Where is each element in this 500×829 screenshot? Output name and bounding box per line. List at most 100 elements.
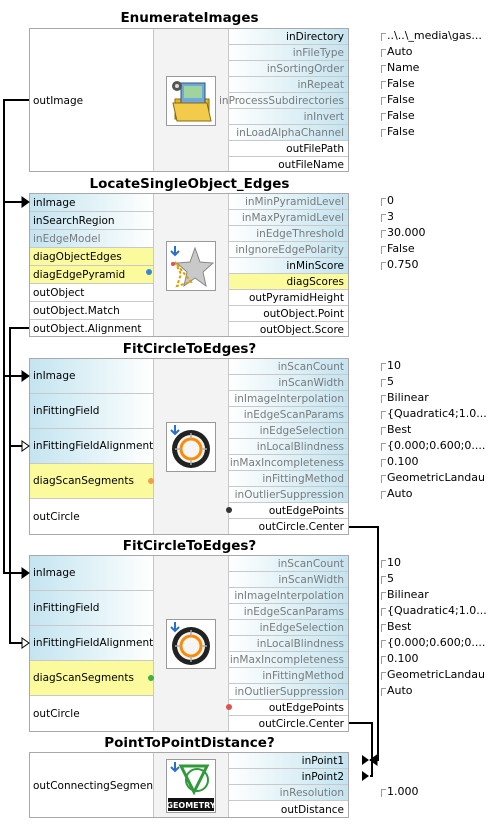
value-in-invert[interactable]: False [387, 109, 415, 122]
port-in-image-interpolation[interactable]: inImageInterpolation [229, 391, 348, 407]
port-out-circle[interactable]: outCircle [30, 696, 153, 732]
block-locate-single-object[interactable]: inImage inSearchRegion inEdgeModel diagO… [29, 193, 349, 337]
port-out-distance[interactable]: outDistance [229, 801, 348, 818]
port-diag-scan-segments[interactable]: diagScanSegments [30, 464, 153, 499]
value-in-image-interpolation[interactable]: Bilinear [387, 588, 429, 601]
port-in-edge-threshold[interactable]: inEdgeThreshold [229, 226, 348, 242]
block-enumerate-images[interactable]: outImage inDirectory inFileType inSortin… [29, 28, 349, 172]
value-in-max-incompleteness[interactable]: 0.100 [387, 455, 419, 468]
value-in-edge-selection[interactable]: Best [387, 423, 412, 436]
port-in-scan-count[interactable]: inScanCount [229, 359, 348, 375]
port-out-pyramid-height[interactable]: outPyramidHeight [229, 290, 348, 306]
port-out-image[interactable]: outImage [30, 29, 153, 172]
port-in-repeat[interactable]: inRepeat [229, 77, 348, 93]
value-in-repeat[interactable]: False [387, 77, 415, 90]
port-out-file-path[interactable]: outFilePath [229, 141, 348, 157]
port-in-fitting-method[interactable]: inFittingMethod [229, 471, 348, 487]
port-in-outlier-suppression[interactable]: inOutlierSuppression [229, 487, 348, 503]
value-in-sorting-order[interactable]: Name [387, 61, 420, 74]
port-in-image[interactable]: inImage [30, 556, 153, 591]
value-in-edge-threshold[interactable]: 30.000 [387, 226, 426, 239]
port-in-point1[interactable]: inPoint1 [229, 753, 348, 769]
value-in-file-type[interactable]: Auto [387, 45, 413, 58]
value-in-edge-scan-params[interactable]: {Quadratic4;1.0... [387, 407, 487, 420]
port-out-object-match[interactable]: outObject.Match [30, 302, 153, 320]
block-fit-circle-1[interactable]: inImage inFittingField inFittingFieldAli… [29, 358, 349, 535]
port-in-max-incompleteness[interactable]: inMaxIncompleteness [229, 455, 348, 471]
port-out-edge-points[interactable]: outEdgePoints [229, 700, 348, 716]
value-in-max-incompleteness[interactable]: 0.100 [387, 652, 419, 665]
value-in-scan-width[interactable]: 5 [387, 572, 394, 585]
port-in-file-type[interactable]: inFileType [229, 45, 348, 61]
port-in-scan-count[interactable]: inScanCount [229, 556, 348, 572]
port-in-ignore-edge-polarity[interactable]: inIgnoreEdgePolarity [229, 242, 348, 258]
port-in-resolution[interactable]: inResolution [229, 785, 348, 801]
value-in-outlier-suppression[interactable]: Auto [387, 684, 413, 697]
port-in-local-blindness[interactable]: inLocalBlindness [229, 439, 348, 455]
port-in-min-pyramid-level[interactable]: inMinPyramidLevel [229, 194, 348, 210]
port-in-edge-scan-params[interactable]: inEdgeScanParams [229, 604, 348, 620]
port-in-load-alpha-channel[interactable]: inLoadAlphaChannel [229, 125, 348, 141]
port-in-max-pyramid-level[interactable]: inMaxPyramidLevel [229, 210, 348, 226]
port-in-edge-scan-params[interactable]: inEdgeScanParams [229, 407, 348, 423]
port-in-fitting-method[interactable]: inFittingMethod [229, 668, 348, 684]
port-in-invert[interactable]: inInvert [229, 109, 348, 125]
value-in-local-blindness[interactable]: {0.000;0.600;0.... [387, 439, 486, 452]
port-in-edge-selection[interactable]: inEdgeSelection [229, 620, 348, 636]
port-diag-scores[interactable]: diagScores [229, 274, 348, 290]
port-in-process-subdirectories[interactable]: inProcessSubdirectories [219, 93, 348, 109]
port-in-fitting-field[interactable]: inFittingField [30, 591, 153, 626]
value-in-process-subdirectories[interactable]: False [387, 93, 415, 106]
value-in-resolution[interactable]: 1.000 [387, 785, 419, 798]
block-fit-circle-2[interactable]: inImage inFittingField inFittingFieldAli… [29, 555, 349, 732]
port-out-edge-points[interactable]: outEdgePoints [229, 503, 348, 519]
port-in-directory[interactable]: inDirectory [229, 29, 348, 45]
value-in-max-pyramid-level[interactable]: 3 [387, 210, 394, 223]
port-in-fitting-field-alignment[interactable]: inFittingFieldAlignment [30, 429, 153, 464]
port-in-edge-model[interactable]: inEdgeModel [30, 230, 153, 248]
port-in-search-region[interactable]: inSearchRegion [30, 212, 153, 230]
block-point-to-point-distance[interactable]: outConnectingSegment GEOMETRY inPoint1 i… [29, 752, 349, 818]
value-in-local-blindness[interactable]: {0.000;0.600;0.... [387, 636, 486, 649]
port-in-scan-width[interactable]: inScanWidth [229, 375, 348, 391]
port-out-connecting-segment[interactable]: outConnectingSegment [30, 753, 157, 818]
value-in-edge-selection[interactable]: Best [387, 620, 412, 633]
value-in-min-pyramid-level[interactable]: 0 [387, 194, 394, 207]
value-in-outlier-suppression[interactable]: Auto [387, 487, 413, 500]
port-diag-edge-pyramid[interactable]: diagEdgePyramid [30, 266, 153, 284]
port-in-min-score[interactable]: inMinScore [229, 258, 348, 274]
port-out-object-alignment[interactable]: outObject.Alignment [30, 320, 153, 337]
value-in-load-alpha-channel[interactable]: False [387, 125, 415, 138]
port-in-image[interactable]: inImage [30, 194, 153, 212]
port-out-circle-center[interactable]: outCircle.Center [229, 519, 348, 535]
value-in-image-interpolation[interactable]: Bilinear [387, 391, 429, 404]
port-out-object-point[interactable]: outObject.Point [229, 306, 348, 322]
value-in-min-score[interactable]: 0.750 [387, 258, 419, 271]
port-in-sorting-order[interactable]: inSortingOrder [229, 61, 348, 77]
port-in-fitting-field[interactable]: inFittingField [30, 394, 153, 429]
value-in-fitting-method[interactable]: GeometricLandau [387, 668, 485, 681]
port-in-outlier-suppression[interactable]: inOutlierSuppression [229, 684, 348, 700]
value-in-ignore-edge-polarity[interactable]: False [387, 242, 415, 255]
port-in-image-interpolation[interactable]: inImageInterpolation [229, 588, 348, 604]
port-diag-scan-segments[interactable]: diagScanSegments [30, 661, 153, 696]
port-in-local-blindness[interactable]: inLocalBlindness [229, 636, 348, 652]
port-out-circle-center[interactable]: outCircle.Center [229, 716, 348, 732]
port-in-fitting-field-alignment[interactable]: inFittingFieldAlignment [30, 626, 153, 661]
port-in-scan-width[interactable]: inScanWidth [229, 572, 348, 588]
port-out-file-name[interactable]: outFileName [229, 157, 348, 172]
port-diag-object-edges[interactable]: diagObjectEdges [30, 248, 153, 266]
port-out-object[interactable]: outObject [30, 284, 153, 302]
port-in-image[interactable]: inImage [30, 359, 153, 394]
port-out-object-score[interactable]: outObject.Score [229, 322, 348, 337]
port-in-edge-selection[interactable]: inEdgeSelection [229, 423, 348, 439]
port-in-point2[interactable]: inPoint2 [229, 769, 348, 785]
value-in-directory[interactable]: ..\..\_media\gas... [387, 29, 482, 42]
port-in-max-incompleteness[interactable]: inMaxIncompleteness [229, 652, 348, 668]
value-in-scan-count[interactable]: 10 [387, 556, 401, 569]
value-in-fitting-method[interactable]: GeometricLandau [387, 471, 485, 484]
value-in-scan-count[interactable]: 10 [387, 359, 401, 372]
value-in-edge-scan-params[interactable]: {Quadratic4;1.0... [387, 604, 487, 617]
port-out-circle[interactable]: outCircle [30, 499, 153, 535]
value-in-scan-width[interactable]: 5 [387, 375, 394, 388]
